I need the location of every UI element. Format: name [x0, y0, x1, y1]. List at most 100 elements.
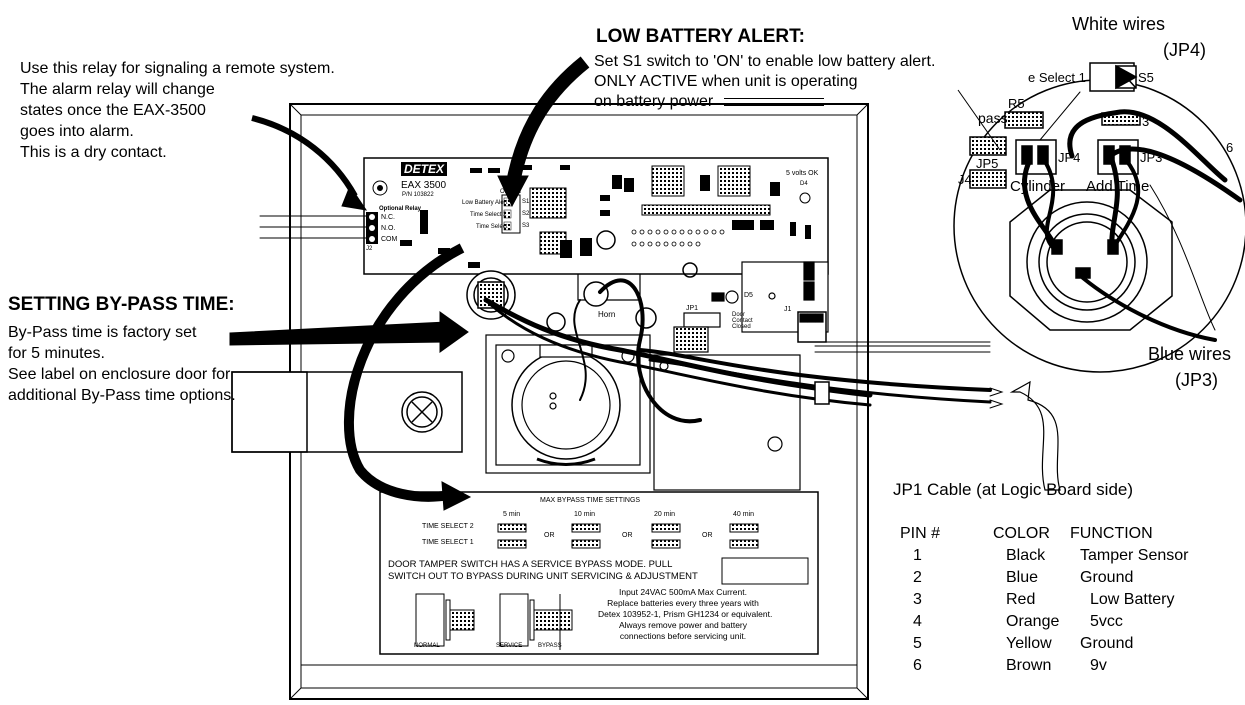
inset-jp5: JP5 — [976, 156, 999, 171]
board-relay-label: Optional Relay — [379, 206, 422, 212]
bypass-label-card — [379, 491, 819, 655]
wire-harness — [259, 215, 1004, 424]
board-j1: J1 — [784, 306, 792, 313]
jp1-table-title: JP1 Cable (at Logic Board side) — [893, 480, 1134, 499]
inset-j4: J4 — [958, 172, 972, 187]
cell-color: Red — [1006, 591, 1036, 608]
blue-wires-jp: (JP3) — [1175, 370, 1219, 390]
cell-color: Yellow — [1006, 635, 1052, 652]
header-function: FUNCTION — [1070, 525, 1153, 542]
cell-color: Blue — [1006, 569, 1039, 586]
battery-holder — [485, 334, 801, 491]
board-horn: Horn — [598, 310, 616, 319]
board-j2: J2 — [366, 246, 373, 252]
inset-s5: S5 — [1138, 70, 1154, 85]
bypass-line: additional By-Pass time options. — [8, 387, 236, 404]
relay-note-line: states once the EAX-3500 — [20, 102, 206, 119]
low-battery-line: Set S1 switch to 'ON' to enable low batt… — [594, 53, 936, 70]
card-time-20: 20 min — [654, 511, 676, 518]
board-com: COM — [381, 236, 398, 243]
inset-r3: 3 — [1142, 114, 1150, 129]
header-pin: PIN # — [900, 525, 941, 542]
card-service: SERVICE — [496, 643, 523, 649]
detail-inset — [953, 62, 1245, 373]
relay-note-line: Use this relay for signaling a remote sy… — [20, 60, 335, 77]
bypass-note: By-Pass time is factory set for 5 minute… — [8, 322, 236, 406]
relay-note: Use this relay for signaling a remote sy… — [20, 58, 335, 163]
low-battery-note: Set S1 switch to 'ON' to enable low batt… — [594, 52, 935, 112]
inset-pass: pass — [978, 110, 1008, 126]
inset-jp3: JP3 — [1140, 150, 1163, 165]
board-d5: D5 — [744, 292, 753, 299]
card-or: OR — [622, 532, 633, 539]
board-brand: DETEX — [401, 162, 448, 177]
inset-r5: R5 — [1008, 96, 1025, 111]
card-time-5: 5 min — [503, 511, 521, 518]
card-power-line: connections before servicing unit. — [619, 631, 747, 641]
service-switch-drawings — [415, 593, 573, 650]
board-low-batt: Low Battery Alert — [462, 200, 508, 206]
board-nc: N.C. — [381, 214, 395, 221]
board-ts1: Time Select — [476, 224, 508, 230]
card-power-line: Detex 103952-1, Prism GH1234 or equivale… — [598, 609, 773, 619]
card-normal: NORMAL — [414, 643, 440, 649]
inset-time-select: e Select 1 — [1028, 70, 1086, 85]
cell-color: Black — [1006, 547, 1046, 564]
cell-pin: 6 — [913, 657, 922, 674]
power-board — [577, 261, 829, 353]
card-time-40: 40 min — [733, 511, 755, 518]
inset-cylinder: Cylinder — [1010, 178, 1066, 195]
card-ts2: TIME SELECT 2 — [422, 523, 474, 530]
relay-note-line: The alarm relay will change — [20, 81, 215, 98]
low-battery-line: on battery power — [594, 93, 714, 110]
board-on: ON — [512, 189, 521, 195]
card-or: OR — [544, 532, 555, 539]
cell-color: Brown — [1006, 657, 1052, 674]
cell-pin: 3 — [913, 591, 922, 608]
card-title: MAX BYPASS TIME SETTINGS — [540, 497, 641, 504]
card-time-10: 10 min — [574, 511, 596, 518]
board-s2: S2 — [522, 211, 530, 217]
board-d4: D4 — [800, 181, 808, 187]
cell-color: Orange — [1006, 613, 1060, 630]
relay-note-line: This is a dry contact. — [20, 144, 167, 161]
board-model: EAX 3500 — [401, 180, 447, 191]
low-battery-title: LOW BATTERY ALERT: — [596, 26, 805, 47]
white-wires-jp: (JP4) — [1163, 40, 1207, 60]
cell-function: 5vcc — [1090, 613, 1123, 630]
card-power-line: Always remove power and battery — [618, 620, 748, 630]
inset-r6: 6 — [1226, 140, 1234, 155]
white-wires-label: White wires — [1072, 14, 1166, 34]
inset-add-time: Add Time — [1086, 178, 1150, 195]
card-bypass: BYPASS — [538, 643, 562, 649]
board-pn: P/N 103822 — [402, 192, 434, 198]
cell-pin: 2 — [913, 569, 922, 586]
card-ts1: TIME SELECT 1 — [422, 539, 474, 546]
card-tamper-1: DOOR TAMPER SWITCH HAS A SERVICE BYPASS … — [388, 559, 673, 570]
time-select-switch-icons — [497, 523, 759, 549]
screw-icon — [401, 391, 443, 433]
card-power-notes: Input 24VAC 500mA Max Current. Replace b… — [598, 587, 773, 642]
cell-function: 9v — [1090, 657, 1107, 674]
relay-note-line: goes into alarm. — [20, 123, 134, 140]
bypass-line: See label on enclosure door for — [8, 366, 231, 383]
inset-jp4: JP4 — [1058, 150, 1081, 165]
board-s3: S3 — [522, 223, 530, 229]
board-five-volts: 5 volts OK — [786, 170, 819, 177]
cell-function: Ground — [1080, 569, 1134, 586]
bypass-line: By-Pass time is factory set — [8, 324, 197, 341]
board-jp1: JP1 — [686, 305, 699, 312]
blue-wires-label: Blue wires — [1148, 344, 1232, 364]
callout-arrows — [229, 56, 1061, 511]
board-s1: S1 — [522, 199, 530, 205]
header-color: COLOR — [993, 525, 1050, 542]
board-no: N.O. — [381, 225, 396, 232]
cell-pin: 5 — [913, 635, 922, 652]
card-tamper-2: SWITCH OUT TO BYPASS DURING UNIT SERVICI… — [388, 571, 698, 582]
cell-function: Low Battery — [1090, 591, 1175, 608]
bypass-title: SETTING BY-PASS TIME: — [8, 294, 235, 315]
bypass-line: for 5 minutes. — [8, 345, 105, 362]
card-power-line: Input 24VAC 500mA Max Current. — [619, 587, 747, 597]
board-off: OFF — [500, 189, 512, 195]
